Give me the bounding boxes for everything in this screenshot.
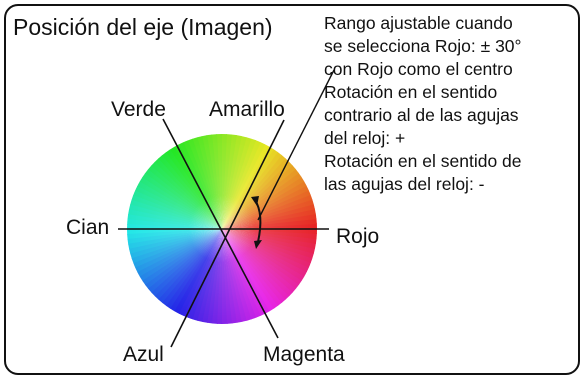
- rotation-arrow-up-icon: [251, 196, 259, 206]
- rotation-arrow-down-icon: [254, 240, 262, 249]
- diagram-title: Posición del eje (Imagen): [13, 14, 273, 40]
- axis-lines: [118, 118, 329, 348]
- rotation-arrows: [251, 196, 262, 249]
- axis-line-green-magenta: [162, 118, 279, 339]
- ccw-note-line-3: del reloj: +: [324, 128, 406, 148]
- axis-line-yellow-blue: [170, 119, 285, 348]
- cw-note-line-1: Rotación en el sentido de: [324, 151, 522, 171]
- label-red: Rojo: [336, 225, 380, 248]
- color-wheel: [127, 134, 317, 324]
- diagram-frame: [4, 4, 580, 375]
- label-green: Verde: [111, 98, 166, 121]
- label-magenta: Magenta: [263, 343, 345, 366]
- ccw-note-line-1: Rotación en el sentido: [324, 82, 498, 102]
- ccw-note-line-2: contrario al de las agujas: [324, 105, 519, 125]
- label-blue: Azul: [123, 343, 164, 366]
- label-yellow: Amarillo: [209, 98, 285, 121]
- range-note-line-1: Rango ajustable cuando: [324, 13, 513, 33]
- range-note-line-2: se selecciona Rojo: ± 30°: [324, 36, 522, 56]
- callout-arrow: [257, 69, 335, 221]
- range-note-line-3: con Rojo como el centro: [324, 59, 513, 79]
- cw-note-line-2: las agujas del reloj: -: [324, 174, 485, 194]
- label-cyan: Cian: [66, 216, 110, 239]
